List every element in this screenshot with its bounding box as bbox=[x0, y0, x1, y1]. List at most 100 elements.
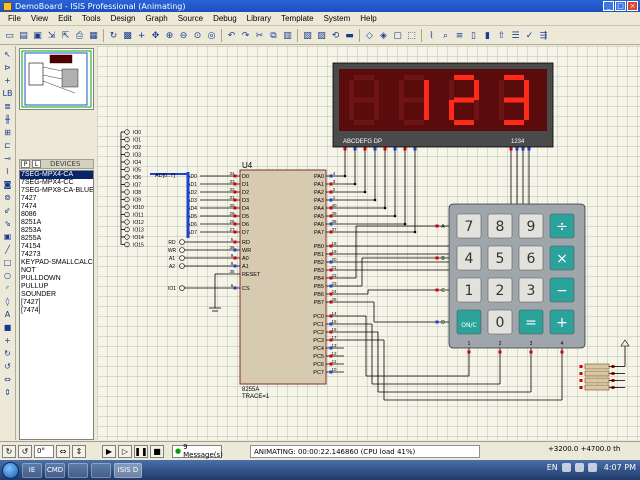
menu-view[interactable]: View bbox=[30, 14, 49, 23]
device-list-item[interactable]: 7474 bbox=[21, 203, 37, 210]
device-list-item[interactable]: [7474] bbox=[21, 307, 41, 314]
current-probe-icon[interactable]: ⇘ bbox=[4, 218, 11, 228]
selection-mode-icon[interactable]: ↖ bbox=[4, 49, 11, 59]
mirror-h-status-icon[interactable]: ⇔ bbox=[56, 444, 70, 458]
symbol-2d-icon[interactable]: ■ bbox=[3, 322, 12, 332]
zoom-area-icon[interactable]: ◎ bbox=[207, 30, 216, 41]
rotation-field[interactable]: 0° bbox=[34, 444, 54, 458]
mirror-v-status-icon[interactable]: ⇕ bbox=[72, 444, 86, 458]
zoom-all-icon[interactable]: ⊙ bbox=[193, 30, 202, 41]
decompose-icon[interactable]: ⬚ bbox=[407, 30, 416, 41]
rotate-ccw-status-icon[interactable]: ↺ bbox=[18, 444, 32, 458]
volume-icon[interactable] bbox=[574, 463, 584, 472]
device-list-item[interactable]: 7SEG-MPX8-CA-BLUE bbox=[21, 187, 94, 194]
device-list-item[interactable]: 7SEG-MPX4-CA bbox=[20, 171, 93, 179]
remove-sheet-icon[interactable]: ▮ bbox=[485, 30, 490, 41]
device-list-item[interactable]: 7SEG-MPX4-CC bbox=[21, 179, 74, 186]
block-copy-icon[interactable]: ▧ bbox=[303, 30, 312, 41]
device-list-item[interactable]: [7427] bbox=[21, 299, 41, 306]
wire-autorouter-icon[interactable]: ⌇ bbox=[429, 30, 434, 41]
device-list-item[interactable]: 7427 bbox=[21, 195, 37, 202]
play-button[interactable]: ▶ bbox=[102, 444, 116, 458]
save-icon[interactable]: ▣ bbox=[33, 30, 42, 41]
device-list-item[interactable]: 74154 bbox=[21, 243, 41, 250]
marker-2d-icon[interactable]: + bbox=[4, 335, 11, 345]
flag-icon[interactable] bbox=[587, 463, 597, 472]
menu-tools[interactable]: Tools bbox=[81, 14, 101, 23]
device-list-item[interactable]: 8086 bbox=[21, 211, 37, 218]
menu-file[interactable]: File bbox=[8, 14, 21, 23]
taskbar-app-cmd[interactable]: CMD bbox=[45, 462, 65, 478]
new-sheet-icon[interactable]: ▯ bbox=[471, 30, 476, 41]
exit-sheet-icon[interactable]: ⇧ bbox=[497, 30, 506, 41]
minimize-button[interactable]: _ bbox=[603, 1, 614, 11]
taskbar-app-isis[interactable]: ISIS D bbox=[114, 462, 142, 478]
pin-icon[interactable]: ⊸ bbox=[4, 153, 11, 163]
mirror-x-icon[interactable]: ⇔ bbox=[4, 374, 11, 384]
device-list-item[interactable]: NOT bbox=[21, 267, 36, 274]
close-button[interactable]: × bbox=[627, 1, 638, 11]
cut-icon[interactable]: ✂ bbox=[255, 30, 264, 41]
open-folder-icon[interactable]: ▤ bbox=[19, 30, 28, 41]
menu-graph[interactable]: Graph bbox=[145, 14, 168, 23]
pause-button[interactable]: ❚❚ bbox=[134, 444, 148, 458]
print-icon[interactable]: ⎙ bbox=[75, 30, 84, 41]
graph-icon[interactable]: ⌇ bbox=[5, 166, 10, 176]
clock[interactable]: 4:07 PM bbox=[603, 463, 636, 472]
line-2d-icon[interactable]: ╱ bbox=[5, 244, 10, 254]
bus-icon[interactable]: ╫ bbox=[5, 114, 10, 124]
pan-icon[interactable]: ✥ bbox=[151, 30, 160, 41]
taskbar-app-3[interactable] bbox=[68, 462, 88, 478]
circle-2d-icon[interactable]: ○ bbox=[4, 270, 11, 280]
device-list-item[interactable]: KEYPAD-SMALLCALC bbox=[21, 259, 93, 266]
redo-icon[interactable]: ↷ bbox=[241, 30, 250, 41]
block-rotate-icon[interactable]: ⟲ bbox=[331, 30, 340, 41]
wire-label-icon[interactable]: LB bbox=[2, 88, 13, 98]
stop-button[interactable]: ■ bbox=[150, 444, 164, 458]
library-manager-button[interactable]: L bbox=[32, 160, 41, 168]
import-icon[interactable]: ⇲ bbox=[47, 30, 56, 41]
device-list-item[interactable]: 74273 bbox=[21, 251, 41, 258]
voltage-probe-icon[interactable]: ⇙ bbox=[4, 205, 11, 215]
menu-edit[interactable]: Edit bbox=[58, 14, 72, 23]
taskbar-app-ie[interactable]: IE bbox=[22, 462, 42, 478]
step-button[interactable]: ▷ bbox=[118, 444, 132, 458]
start-button[interactable] bbox=[2, 461, 19, 479]
netlist-ares-icon[interactable]: ⇶ bbox=[539, 30, 548, 41]
zoom-out-icon[interactable]: ⊖ bbox=[179, 30, 188, 41]
overview-window[interactable] bbox=[19, 48, 94, 110]
pick-device-icon[interactable]: ◇ bbox=[366, 30, 373, 41]
device-list-item[interactable]: PULLUP bbox=[21, 283, 49, 290]
menu-help[interactable]: Help bbox=[360, 14, 377, 23]
menu-design[interactable]: Design bbox=[110, 14, 136, 23]
menu-template[interactable]: Template bbox=[281, 14, 314, 23]
make-device-icon[interactable]: ◈ bbox=[380, 30, 387, 41]
rotate-cw-status-icon[interactable]: ↻ bbox=[2, 444, 16, 458]
taskbar-app-4[interactable] bbox=[91, 462, 111, 478]
messages-field[interactable]: ● 9 Message(s) bbox=[172, 443, 223, 459]
rotate-cw-icon[interactable]: ↻ bbox=[4, 348, 11, 358]
rotate-ccw-icon[interactable]: ↺ bbox=[4, 361, 11, 371]
device-list-item[interactable]: 8253A bbox=[21, 227, 42, 234]
undo-icon[interactable]: ↶ bbox=[227, 30, 236, 41]
device-list-item[interactable]: SOUNDER bbox=[21, 291, 57, 298]
path-2d-icon[interactable]: ◊ bbox=[5, 296, 10, 306]
box-2d-icon[interactable]: □ bbox=[3, 257, 12, 267]
generator-icon[interactable]: ⊚ bbox=[4, 192, 11, 202]
device-list-item[interactable]: 8255A bbox=[21, 235, 42, 242]
package-tool-icon[interactable]: ▢ bbox=[393, 30, 402, 41]
grid-icon[interactable]: ▩ bbox=[123, 30, 132, 41]
pick-devices-button[interactable]: P bbox=[21, 160, 30, 168]
menu-debug[interactable]: Debug bbox=[213, 14, 237, 23]
menu-system[interactable]: System bbox=[323, 14, 351, 23]
paste-icon[interactable]: ▥ bbox=[283, 30, 292, 41]
text-2d-icon[interactable]: A bbox=[4, 309, 11, 319]
origin-icon[interactable]: + bbox=[137, 30, 146, 41]
new-file-icon[interactable]: ▭ bbox=[5, 30, 14, 41]
arc-2d-icon[interactable]: ◜ bbox=[5, 283, 10, 293]
copy-icon[interactable]: ⧉ bbox=[270, 30, 277, 41]
virtual-instrument-icon[interactable]: ▣ bbox=[3, 231, 12, 241]
menu-source[interactable]: Source bbox=[177, 14, 204, 23]
maximize-button[interactable]: □ bbox=[615, 1, 626, 11]
